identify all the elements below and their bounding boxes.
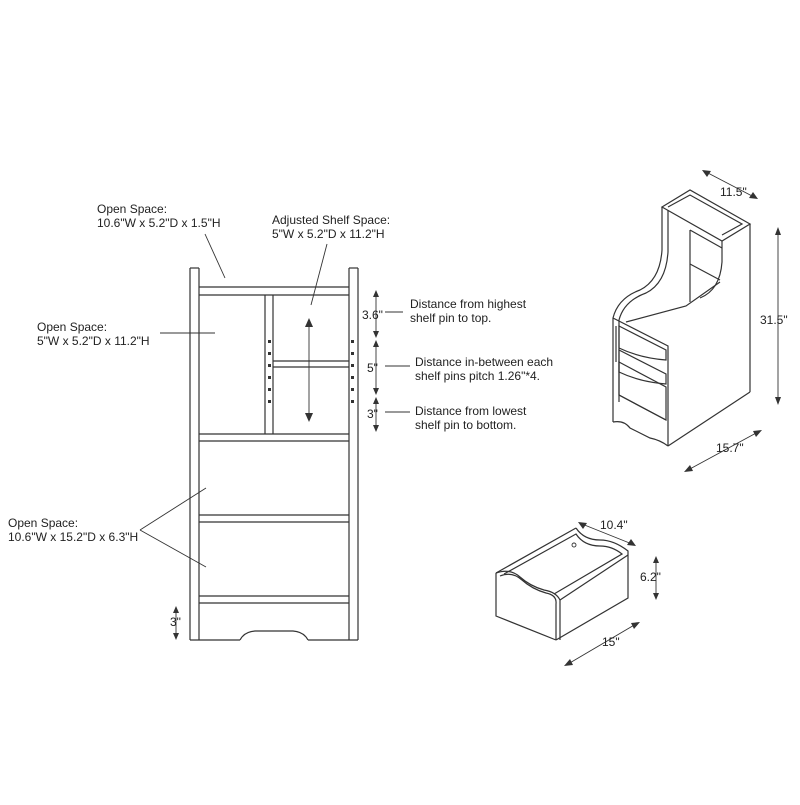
left-open-space-label: Open Space: 5"W x 5.2"D x 11.2"H [37, 320, 150, 348]
cabinet-3d-dimensions [684, 170, 781, 472]
drawer-depth-value: 10.4" [600, 518, 628, 532]
drawer-height-value: 6.2" [640, 570, 661, 584]
note-pitch-line2: shelf pins pitch 1.26"*4. [415, 369, 541, 383]
adjusted-shelf-title: Adjusted Shelf Space: [272, 213, 391, 227]
left-open-space-title: Open Space: [37, 320, 108, 334]
dim-base-value: 3" [170, 615, 181, 629]
cabinet-3d-view [612, 189, 752, 447]
adjusted-shelf-size: 5"W x 5.2"D x 11.2"H [272, 227, 385, 241]
note-bottom-line1: Distance from lowest [415, 404, 527, 418]
note-pitch-line1: Distance in-between each [415, 355, 554, 369]
dim-top-value: 3.6" [362, 308, 383, 322]
front-view-leaders [139, 233, 328, 568]
lower-open-space-title: Open Space: [8, 516, 79, 530]
cabinet-depth-value: 11.5" [720, 185, 747, 199]
lower-open-space-size: 10.6"W x 15.2"D x 6.3"H [8, 530, 139, 544]
note-top-pin: Distance from highest shelf pin to top. [410, 297, 526, 325]
front-view-dimensions [173, 290, 410, 640]
drawer-3d-view [495, 527, 629, 641]
note-pitch: Distance in-between each shelf pins pitc… [415, 355, 553, 383]
drawer-3d-dimensions [564, 522, 659, 666]
note-top-line1: Distance from highest [410, 297, 527, 311]
lower-open-space-label: Open Space: 10.6"W x 15.2"D x 6.3"H [8, 516, 138, 544]
shelf-pin-holes [268, 340, 354, 403]
cabinet-width-value: 15.7" [716, 441, 744, 455]
dim-pitch-value: 5" [367, 361, 378, 375]
note-bottom-line2: shelf pin to bottom. [415, 418, 517, 432]
top-open-space-label: Open Space: 10.6"W x 5.2"D x 1.5"H [97, 202, 221, 230]
note-top-line2: shelf pin to top. [410, 311, 492, 325]
top-open-space-title: Open Space: [97, 202, 168, 216]
dim-bottom-pin-value: 3" [367, 407, 378, 421]
left-open-space-size: 5"W x 5.2"D x 11.2"H [37, 334, 150, 348]
cabinet-height-value: 31.5" [760, 313, 788, 327]
note-bottom-pin: Distance from lowest shelf pin to bottom… [415, 404, 526, 432]
front-view-cabinet [189, 267, 359, 641]
adjusted-shelf-label: Adjusted Shelf Space: 5"W x 5.2"D x 11.2… [272, 213, 390, 241]
drawer-width-value: 15" [602, 635, 620, 649]
top-open-space-size: 10.6"W x 5.2"D x 1.5"H [97, 216, 221, 230]
